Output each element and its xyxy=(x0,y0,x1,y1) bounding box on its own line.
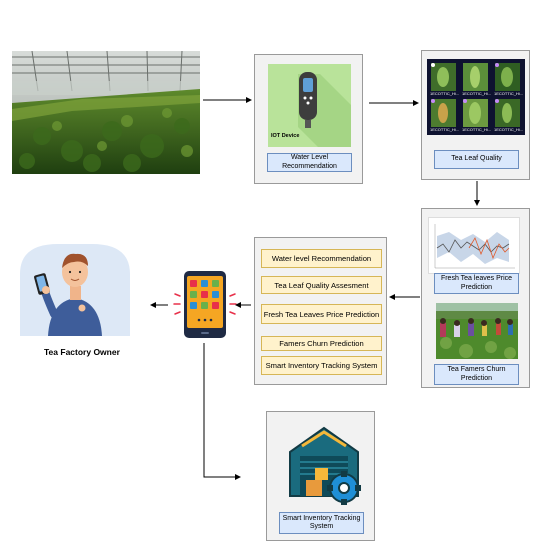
thumb-caption-4: 1ECOTTIC_Hi... xyxy=(430,127,460,132)
analytics-panel: Fresh Tea leaves Price Prediction Tea Fa… xyxy=(421,208,530,388)
thumb-caption-6: 1ECOTTIC_Hi... xyxy=(494,127,524,132)
farmers-photo xyxy=(436,303,518,359)
thumb-caption-2: 1ECOTTIC_Hi... xyxy=(462,91,492,96)
warehouse-icon xyxy=(286,422,364,506)
thumb-caption-5: 1ECOTTIC_Hi... xyxy=(462,127,492,132)
service-item-inventory: Smart Inventory Tracking System xyxy=(261,356,382,375)
service-item-water-level: Water level Recommendation xyxy=(261,249,382,268)
tea-plantation-photo xyxy=(12,50,200,174)
leaf-quality-panel: 1ECOTTIC_Hi... 1ECOTTIC_Hi... 1ECOTTIC_H… xyxy=(421,50,530,180)
iot-device-panel: IOT Device Water Level Recommendation xyxy=(254,54,363,184)
thumb-caption-3: 1ECOTTIC_Hi... xyxy=(494,91,524,96)
service-item-leaf-quality: Tea Leaf Quality Assesment xyxy=(261,276,382,294)
water-level-recommendation-label: Water Level Recommendation xyxy=(267,153,352,172)
price-chart-image xyxy=(428,217,520,274)
iot-device-image: IOT Device xyxy=(268,64,351,147)
thumb-caption-1: 1ECOTTIC_Hi... xyxy=(430,91,460,96)
iot-device-caption: IOT Device xyxy=(271,133,300,139)
churn-prediction-label: Tea Famers Churn Prediction xyxy=(434,364,519,385)
service-item-churn-prediction: Famers Churn Prediction xyxy=(261,336,382,351)
inventory-label: Smart Inventory Tracking System xyxy=(279,512,364,534)
service-item-price-prediction: Fresh Tea Leaves Price Prediction xyxy=(261,304,382,324)
arrow-phone-to-inventory xyxy=(203,343,241,480)
services-panel: Water level Recommendation Tea Leaf Qual… xyxy=(254,237,387,385)
leaf-thumbnail-grid: 1ECOTTIC_Hi... 1ECOTTIC_Hi... 1ECOTTIC_H… xyxy=(427,59,525,135)
tea-leaf-quality-label: Tea Leaf Quality xyxy=(434,150,519,169)
factory-owner-caption: Tea Factory Owner xyxy=(44,347,120,357)
inventory-panel: Smart Inventory Tracking System xyxy=(266,411,375,541)
factory-owner-illustration xyxy=(18,244,132,336)
price-prediction-label: Fresh Tea leaves Price Prediction xyxy=(434,273,519,294)
